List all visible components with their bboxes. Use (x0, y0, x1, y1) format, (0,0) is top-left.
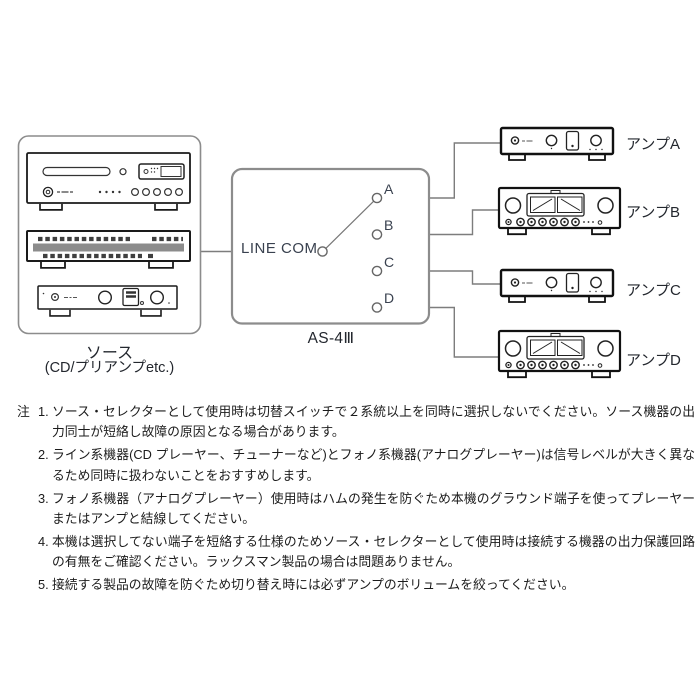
line-com-label: LINE COM (241, 240, 318, 257)
note-number: 3. (38, 490, 49, 506)
note-item: 4. 本機は選択してない端子を短絡する仕様のためソース・セレクターとして使用時は… (17, 532, 695, 573)
amp-c-label: アンプC (626, 282, 681, 299)
terminal-b-label: B (384, 217, 394, 233)
note-item: 2. ライン系機器(CD プレーヤー、チューナーなど)とフォノ系機器(アナログプ… (17, 445, 695, 486)
terminal-c (371, 265, 383, 277)
amp-a-icon (499, 126, 615, 162)
note-prefix: 注 (17, 404, 30, 419)
amp-c-icon (499, 268, 615, 304)
note-item: 3. フォノ系機器（アナログプレーヤー）使用時はハムの発生を防ぐため本機のグラウ… (17, 489, 695, 530)
amp-d-label: アンプD (626, 352, 681, 369)
amp-b-label: アンプB (626, 203, 680, 221)
note-number: 2. (38, 447, 49, 463)
note-number: 5. (38, 577, 49, 593)
selector-box (230, 167, 431, 325)
switch-diagram (317, 192, 383, 313)
note-item: 5. 接続する製品の故障を防ぐため切り替え時には必ずアンプのボリュームを絞ってく… (17, 575, 695, 595)
cd-player-icon (26, 152, 191, 211)
terminal-a (371, 192, 383, 204)
selector-model-label: AS-4Ⅲ (307, 330, 355, 347)
note-text: ライン系機器(CD プレーヤー、チューナーなど)とフォノ系機器(アナログプレーヤ… (52, 447, 695, 483)
terminal-b (371, 229, 383, 240)
note-text: 本機は選択してない端子を短絡する仕様のためソース・セレクターとして使用時は接続す… (52, 533, 695, 570)
note-number: 1. (38, 404, 49, 419)
terminal-d (371, 302, 383, 313)
note-text: 接続する製品の故障を防ぐため切り替え時には必ずアンプのボリュームを絞ってください… (52, 577, 575, 593)
note-item: 注 1. ソース・セレクターとして使用時は切替スイッチで２系統以上を同時に選択し… (17, 402, 695, 443)
source-caption: ソース (85, 345, 134, 362)
notes-section: 注 1. ソース・セレクターとして使用時は切替スイッチで２系統以上を同時に選択し… (17, 402, 695, 598)
source-caption-detail: (CD/プリアンプetc.) (44, 360, 175, 376)
amp-b-icon (497, 186, 622, 236)
preamp-icon (37, 285, 178, 317)
tuner-icon (26, 230, 191, 269)
terminal-c-label: C (384, 253, 395, 270)
amp-a-label: アンプA (626, 136, 680, 153)
terminal-a-label: A (384, 180, 394, 197)
note-text: フォノ系機器（アナログプレーヤー）使用時はハムの発生を防ぐため本機のグラウンド端… (52, 490, 695, 527)
terminal-d-label: D (384, 290, 395, 306)
note-number: 4. (38, 533, 49, 549)
amp-d-icon (497, 329, 622, 379)
com-terminal (317, 246, 328, 257)
note-text: ソース・セレクターとして使用時は切替スイッチで２系統以上を同時に選択しないでくだ… (52, 404, 695, 440)
